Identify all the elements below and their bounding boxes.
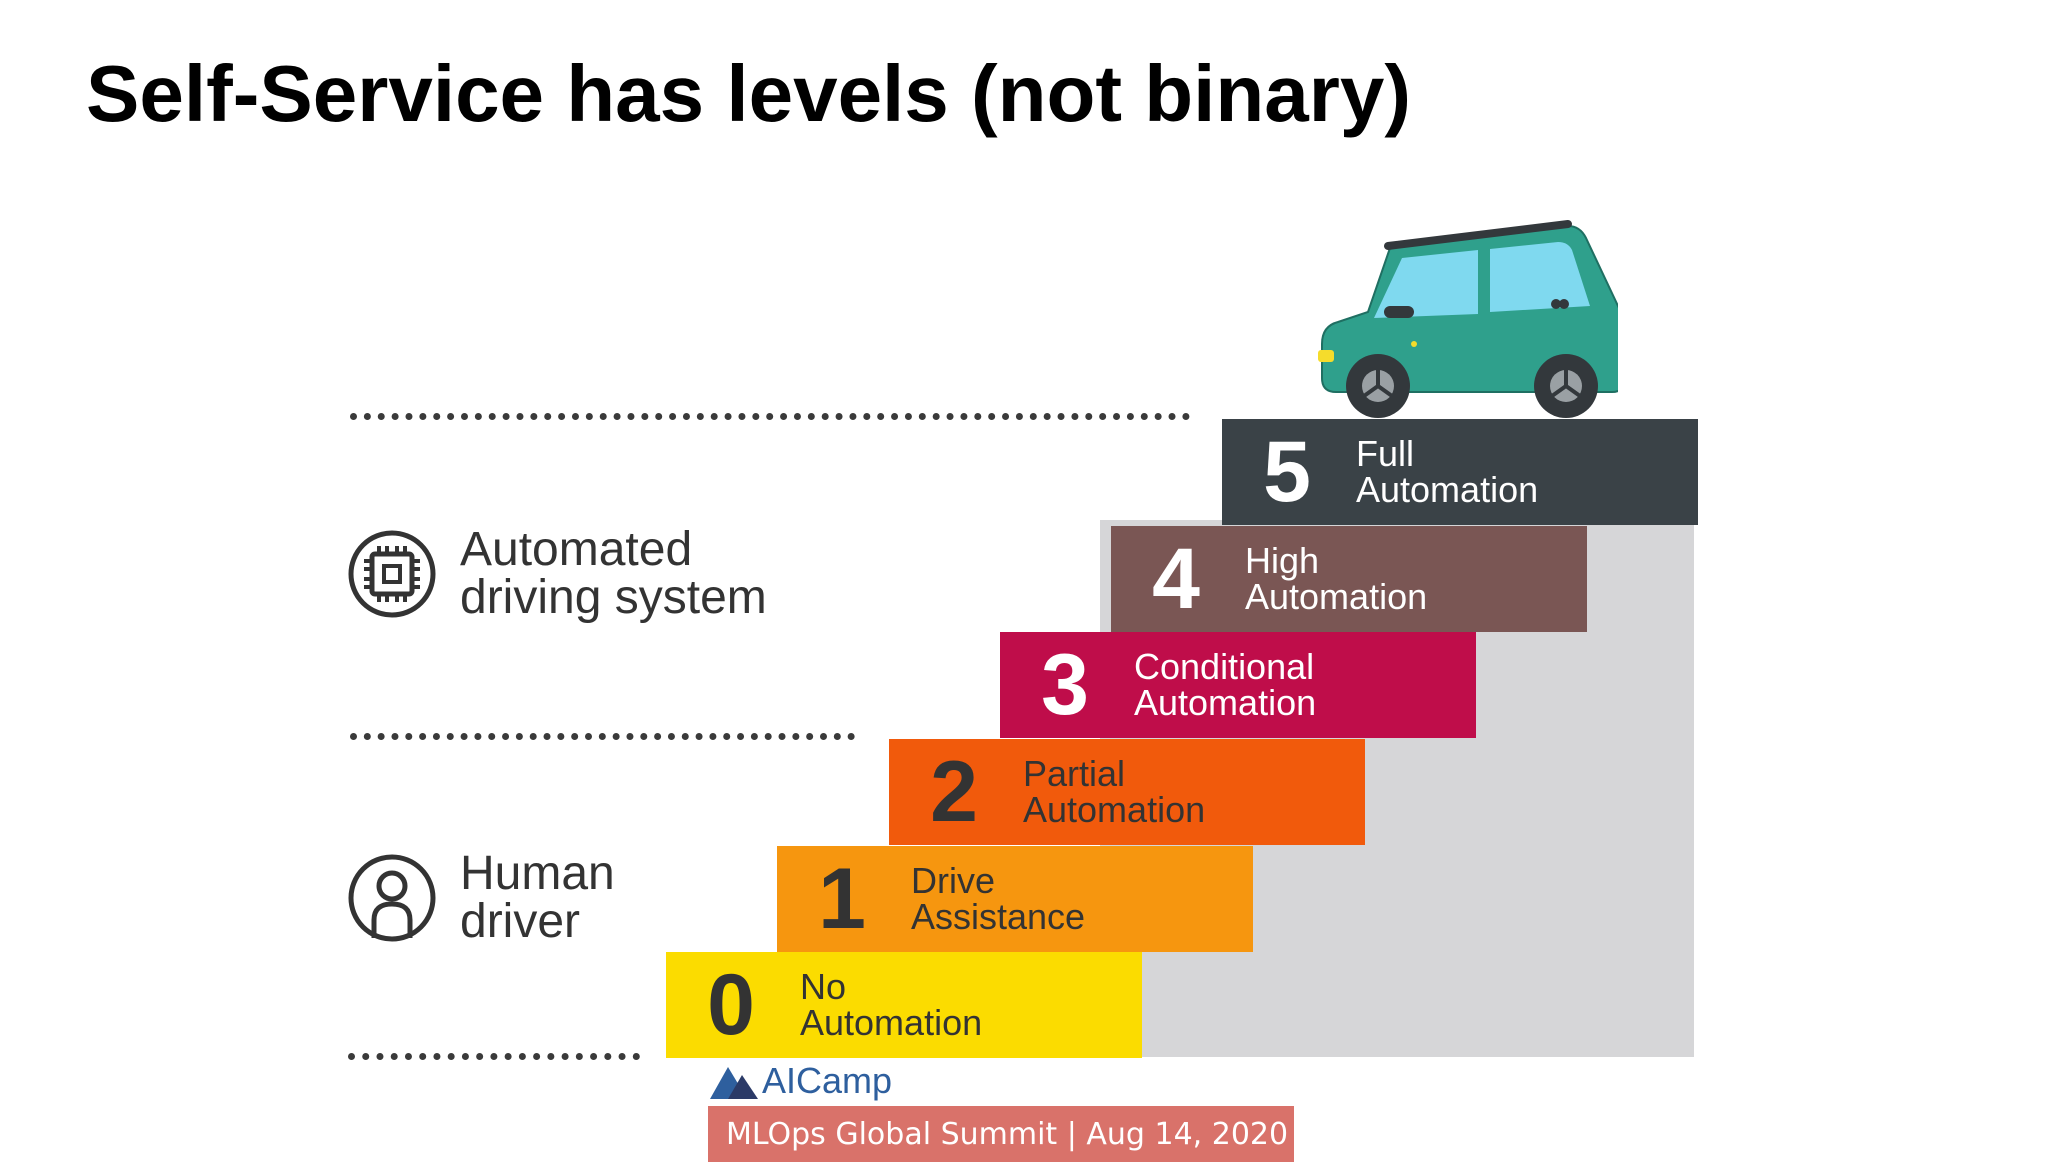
level-1-step: 1 Drive Assistance	[777, 846, 1253, 952]
level-5-line2: Automation	[1356, 469, 1539, 510]
level-3-step: 3 Conditional Automation	[1000, 632, 1476, 738]
level-0-line2: Automation	[800, 1002, 983, 1043]
level-2-number: 2	[930, 744, 978, 840]
separator-middle	[350, 733, 855, 740]
level-4-step: 4 High Automation	[1111, 526, 1587, 632]
level-5-line1: Full	[1356, 433, 1415, 474]
level-5-label: Full Automation	[1356, 436, 1538, 508]
level-5-number: 5	[1263, 424, 1311, 520]
slide-title: Self-Service has levels (not binary)	[86, 49, 1411, 138]
level-3-number: 3	[1041, 637, 1089, 733]
chip-icon	[348, 530, 436, 618]
category-human-driver: Human driver	[346, 850, 615, 946]
level-0-step: 0 No Automation	[666, 952, 1142, 1058]
level-1-number: 1	[818, 851, 866, 947]
category-automated-line1: Automated	[460, 523, 693, 576]
level-0-number: 0	[707, 957, 755, 1053]
level-5-step: 5 Full Automation	[1222, 419, 1698, 525]
separator-bottom	[348, 1053, 640, 1060]
level-1-line2: Assistance	[911, 896, 1086, 937]
level-0-line1: No	[800, 966, 847, 1007]
category-label-automated: Automated driving system	[460, 526, 767, 622]
category-label-human: Human driver	[460, 850, 615, 946]
category-automated-line2: driving system	[460, 571, 767, 624]
level-2-step: 2 Partial Automation	[889, 739, 1365, 845]
event-banner-text: MLOps Global Summit | Aug 14, 2020	[726, 1116, 1289, 1152]
level-3-line2: Automation	[1134, 682, 1317, 723]
level-4-line2: Automation	[1245, 576, 1428, 617]
aicamp-logo: AICamp	[710, 1060, 892, 1102]
level-4-number: 4	[1152, 531, 1200, 627]
level-1-line1: Drive	[911, 860, 996, 901]
level-4-line1: High	[1245, 540, 1320, 581]
car-icon	[1318, 220, 1618, 418]
category-automated-driving-system: Automated driving system	[346, 526, 767, 622]
aicamp-wordmark: AICamp	[762, 1060, 893, 1101]
level-2-label: Partial Automation	[1023, 756, 1205, 828]
category-human-line1: Human	[460, 847, 615, 900]
event-banner: MLOps Global Summit | Aug 14, 2020	[708, 1106, 1294, 1162]
level-2-line2: Automation	[1023, 789, 1206, 830]
level-1-label: Drive Assistance	[911, 863, 1085, 935]
level-3-line1: Conditional	[1134, 646, 1315, 687]
level-4-label: High Automation	[1245, 543, 1427, 615]
aicamp-triangle-icon	[710, 1067, 758, 1099]
level-2-line1: Partial	[1023, 753, 1126, 794]
separator-top	[350, 413, 1190, 420]
level-0-label: No Automation	[800, 969, 982, 1041]
person-icon	[348, 854, 436, 942]
category-human-line2: driver	[460, 895, 581, 948]
level-3-label: Conditional Automation	[1134, 649, 1316, 721]
